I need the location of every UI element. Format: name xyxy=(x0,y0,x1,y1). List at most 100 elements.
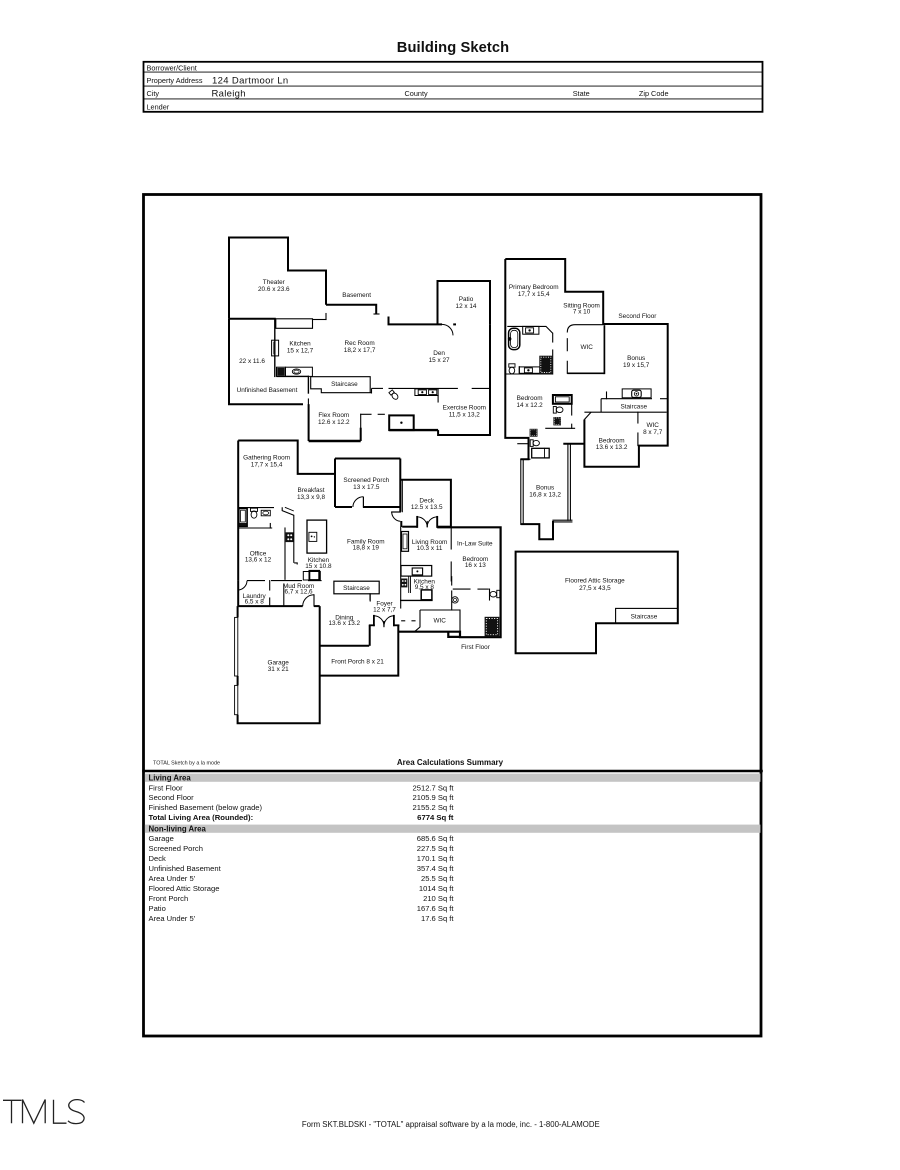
svg-text:167.6 Sq ft: 167.6 Sq ft xyxy=(417,904,455,913)
svg-text:13 x 17.5: 13 x 17.5 xyxy=(353,484,380,491)
svg-text:Staircase: Staircase xyxy=(343,585,370,592)
svg-text:227.5 Sq ft: 227.5 Sq ft xyxy=(417,844,455,853)
svg-text:Patio: Patio xyxy=(459,296,474,303)
svg-text:210 Sq ft: 210 Sq ft xyxy=(423,894,454,903)
svg-text:Form SKT.BLDSKI - "TOTAL" appr: Form SKT.BLDSKI - "TOTAL" appraisal soft… xyxy=(302,1120,600,1129)
svg-text:22 x 11.6: 22 x 11.6 xyxy=(239,358,265,365)
svg-text:11,5 x 13,2: 11,5 x 13,2 xyxy=(449,412,481,419)
svg-text:357.4 Sq ft: 357.4 Sq ft xyxy=(417,864,455,873)
svg-text:Finished Basement (below grade: Finished Basement (below grade) xyxy=(149,803,263,812)
svg-text:Family Room: Family Room xyxy=(347,538,385,545)
svg-text:Area Under 5': Area Under 5' xyxy=(149,914,196,923)
svg-text:Staircase: Staircase xyxy=(331,381,358,388)
svg-text:18,2 x 17,7: 18,2 x 17,7 xyxy=(344,347,376,354)
svg-text:Office: Office xyxy=(250,551,267,558)
svg-text:Primary Bedroom: Primary Bedroom xyxy=(509,284,559,291)
svg-text:Dining: Dining xyxy=(335,615,354,622)
svg-text:14 x 12.2: 14 x 12.2 xyxy=(516,402,543,409)
svg-text:Kitchen: Kitchen xyxy=(308,557,330,564)
svg-text:Area Under 5': Area Under 5' xyxy=(149,874,196,883)
svg-text:17,7 x 15,4: 17,7 x 15,4 xyxy=(251,461,283,468)
svg-text:6774 Sq ft: 6774 Sq ft xyxy=(417,813,454,822)
svg-text:Exercise Room: Exercise Room xyxy=(443,405,486,412)
svg-text:TOTAL Sketch by a la mode: TOTAL Sketch by a la mode xyxy=(153,760,220,766)
svg-text:Patio: Patio xyxy=(149,904,166,913)
svg-text:Staircase: Staircase xyxy=(631,613,658,620)
svg-text:2155.2 Sq ft: 2155.2 Sq ft xyxy=(413,803,455,812)
svg-text:Borrower/Client: Borrower/Client xyxy=(147,63,197,72)
svg-text:Area Calculations Summary: Area Calculations Summary xyxy=(397,758,504,767)
svg-text:12.6 x 12.2: 12.6 x 12.2 xyxy=(318,419,350,426)
svg-text:16 x 13: 16 x 13 xyxy=(465,562,486,569)
svg-text:Floored Attic Storage: Floored Attic Storage xyxy=(565,578,625,585)
svg-text:Zip Code: Zip Code xyxy=(639,89,669,98)
svg-text:6,7 x 12,6: 6,7 x 12,6 xyxy=(285,589,314,596)
svg-text:124 Dartmoor Ln: 124 Dartmoor Ln xyxy=(212,75,289,86)
svg-text:Breakfast: Breakfast xyxy=(298,487,325,494)
svg-text:Living Room: Living Room xyxy=(412,539,448,546)
svg-text:13,6 x 12: 13,6 x 12 xyxy=(245,557,272,564)
svg-text:First Floor: First Floor xyxy=(149,783,184,792)
svg-text:Gathering Room: Gathering Room xyxy=(243,454,290,461)
svg-text:Mud Room: Mud Room xyxy=(283,583,314,590)
svg-text:City: City xyxy=(147,89,160,98)
svg-text:15 x 12,7: 15 x 12,7 xyxy=(287,347,314,354)
svg-text:County: County xyxy=(405,89,428,98)
svg-text:15 x 27: 15 x 27 xyxy=(429,357,450,364)
svg-text:Bedroom: Bedroom xyxy=(462,556,488,563)
svg-text:Raleigh: Raleigh xyxy=(212,89,246,100)
svg-text:Building Sketch: Building Sketch xyxy=(397,40,509,56)
svg-text:17.6 Sq ft: 17.6 Sq ft xyxy=(421,914,454,923)
svg-text:WIC: WIC xyxy=(646,422,659,429)
svg-text:Unfinished Basement: Unfinished Basement xyxy=(237,387,298,394)
svg-text:15 x 10.8: 15 x 10.8 xyxy=(305,563,332,570)
svg-text:Garage: Garage xyxy=(149,834,174,843)
svg-text:Total Living Area (Rounded):: Total Living Area (Rounded): xyxy=(149,813,254,822)
svg-text:Flex Room: Flex Room xyxy=(318,412,349,419)
svg-text:12 x 7,7: 12 x 7,7 xyxy=(373,607,396,614)
svg-text:Bedroom: Bedroom xyxy=(517,395,543,402)
svg-text:Unfinished Basement: Unfinished Basement xyxy=(149,864,222,873)
svg-text:Kitchen: Kitchen xyxy=(414,578,436,585)
svg-text:Staircase: Staircase xyxy=(620,403,647,410)
svg-text:1014 Sq ft: 1014 Sq ft xyxy=(419,884,455,893)
svg-text:13.6 x 13.2: 13.6 x 13.2 xyxy=(328,620,360,627)
svg-text:2105.9 Sq ft: 2105.9 Sq ft xyxy=(413,793,455,802)
svg-text:Floored Attic Storage: Floored Attic Storage xyxy=(149,884,220,893)
svg-text:Sitting Room: Sitting Room xyxy=(563,302,600,309)
svg-text:6,5 x 8: 6,5 x 8 xyxy=(245,598,265,605)
svg-text:First Floor: First Floor xyxy=(461,644,491,651)
svg-text:10.3 x 11: 10.3 x 11 xyxy=(417,545,443,552)
svg-text:WIC: WIC xyxy=(433,618,446,625)
svg-text:Laundry: Laundry xyxy=(243,593,267,600)
svg-text:Second Floor: Second Floor xyxy=(149,793,195,802)
svg-text:7 x 10: 7 x 10 xyxy=(573,308,591,315)
svg-text:Front Porch: Front Porch xyxy=(149,894,189,903)
svg-text:17,7 x 15,4: 17,7 x 15,4 xyxy=(518,291,550,298)
svg-text:In-Law Suite: In-Law Suite xyxy=(457,540,493,547)
svg-text:Den: Den xyxy=(433,350,445,357)
svg-text:Living Area: Living Area xyxy=(149,773,192,782)
svg-text:19 x 15,7: 19 x 15,7 xyxy=(623,362,650,369)
svg-text:9,5 x 8: 9,5 x 8 xyxy=(415,584,435,591)
svg-text:8 x 7,7: 8 x 7,7 xyxy=(643,429,663,436)
svg-text:Screened Porch: Screened Porch xyxy=(149,844,203,853)
svg-text:12 x 14: 12 x 14 xyxy=(456,303,477,310)
svg-text:2512.7 Sq ft: 2512.7 Sq ft xyxy=(413,783,455,792)
svg-text:Foyer: Foyer xyxy=(376,601,393,608)
svg-text:Bonus: Bonus xyxy=(627,355,645,362)
svg-text:20.6 x 23.6: 20.6 x 23.6 xyxy=(258,286,290,293)
svg-text:25.5 Sq ft: 25.5 Sq ft xyxy=(421,874,454,883)
svg-text:State: State xyxy=(573,89,590,98)
svg-text:Property Address: Property Address xyxy=(147,76,203,85)
svg-text:Bonus: Bonus xyxy=(536,485,554,492)
svg-text:27,5 x 43,5: 27,5 x 43,5 xyxy=(579,585,611,592)
svg-text:18,8 x 19: 18,8 x 19 xyxy=(353,544,380,551)
svg-text:Second Floor: Second Floor xyxy=(618,313,657,320)
svg-text:WIC: WIC xyxy=(580,344,593,351)
svg-text:Lender: Lender xyxy=(147,102,170,111)
svg-text:13.6 x 13.2: 13.6 x 13.2 xyxy=(596,444,628,451)
svg-text:Kitchen: Kitchen xyxy=(289,340,311,347)
svg-text:Screened Porch: Screened Porch xyxy=(343,477,389,484)
svg-text:Basement: Basement xyxy=(342,292,371,299)
